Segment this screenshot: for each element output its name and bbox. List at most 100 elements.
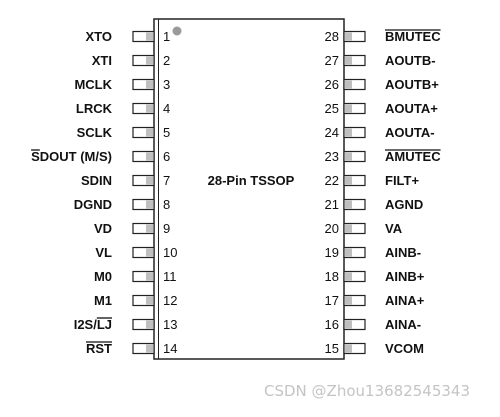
pin-name: VD: [94, 221, 112, 236]
pin1-dot-icon: [172, 26, 182, 36]
pin-name: VA: [385, 221, 403, 236]
pin-number: 2: [163, 53, 170, 68]
pin-number: 22: [325, 173, 339, 188]
pin-lead-fill: [146, 200, 153, 209]
pin-lead: [343, 102, 366, 115]
pin-lead: [132, 54, 155, 67]
pin-lead: [343, 78, 366, 91]
pin-lead-fill: [345, 224, 352, 233]
pin-16: 16 AINA-: [325, 317, 422, 332]
pin-lead-fill: [345, 344, 352, 353]
pin-number: 26: [325, 77, 339, 92]
pin-lead-fill: [345, 56, 352, 65]
pin-name: AMUTEC: [385, 149, 441, 164]
pin-name: FILT+: [385, 173, 419, 188]
pin-number: 6: [163, 149, 170, 164]
pin-number: 8: [163, 197, 170, 212]
pin-lead: [343, 246, 366, 259]
pin-lead-fill: [146, 344, 153, 353]
pin-lead: [132, 174, 155, 187]
pin-number: 23: [325, 149, 339, 164]
pin-19: 19 AINB-: [325, 245, 422, 260]
pin-number: 10: [163, 245, 177, 260]
pin-number: 21: [325, 197, 339, 212]
pin-lead: [343, 198, 366, 211]
pin-lead-fill: [345, 104, 352, 113]
pin-lead-fill: [146, 152, 153, 161]
pin-lead-fill: [345, 176, 352, 185]
chip-body: 28-Pin TSSOP: [153, 18, 345, 360]
pin-name: SCLK: [77, 125, 113, 140]
pin-lead: [343, 150, 366, 163]
pin-lead: [343, 222, 366, 235]
pin-name: LRCK: [76, 101, 113, 116]
pin-lead-fill: [345, 248, 352, 257]
pin-lead-fill: [146, 320, 153, 329]
pin-lead: [132, 318, 155, 331]
pin-name: VCOM: [385, 341, 424, 356]
pin-27: 27 AOUTB-: [325, 53, 436, 68]
pin-number: 24: [325, 125, 339, 140]
pin-lead-fill: [345, 320, 352, 329]
pin-name: AOUTB-: [385, 53, 436, 68]
pin-lead-fill: [146, 128, 153, 137]
pin-lead: [343, 318, 366, 331]
pin-name: AINA-: [385, 317, 421, 332]
pin-name: AINA+: [385, 293, 425, 308]
pin-lead: [132, 222, 155, 235]
pin-number: 11: [163, 269, 177, 284]
pin-lead: [343, 54, 366, 67]
chip-outline: [153, 18, 345, 360]
watermark-text: CSDN @Zhou13682545343: [264, 382, 470, 400]
pin-9: VD 9: [94, 221, 170, 236]
pin-22: 22 FILT+: [325, 173, 420, 188]
pin-lead-fill: [146, 296, 153, 305]
pin-20: 20 VA: [325, 221, 403, 236]
pin-lead-fill: [146, 104, 153, 113]
pin-number: 16: [325, 317, 339, 332]
pin-lead: [132, 102, 155, 115]
pin-lead-fill: [345, 152, 352, 161]
pin-lead: [343, 174, 366, 187]
pin-number: 20: [325, 221, 339, 236]
pin-lead-fill: [345, 296, 352, 305]
pin-lead: [343, 270, 366, 283]
pin-lead: [343, 126, 366, 139]
pin-number: 19: [325, 245, 339, 260]
pin-7: SDIN 7: [81, 173, 170, 188]
pin-name: M1: [94, 293, 112, 308]
pin-name: AINB-: [385, 245, 421, 260]
pin-lead: [132, 270, 155, 283]
pin-name: SDOUT (M/S): [31, 149, 112, 164]
pin-number: 12: [163, 293, 177, 308]
pin-lead-fill: [345, 272, 352, 281]
pin-name: SDIN: [81, 173, 112, 188]
pin-number: 7: [163, 173, 170, 188]
pin-lead-fill: [345, 200, 352, 209]
pin-name: MCLK: [74, 77, 112, 92]
pin-lead-fill: [146, 248, 153, 257]
pin-lead: [132, 342, 155, 355]
pin-lead-fill: [146, 272, 153, 281]
pin-number: 9: [163, 221, 170, 236]
pin-name: RST: [86, 341, 112, 356]
pin-name: AOUTB+: [385, 77, 439, 92]
pin-number: 27: [325, 53, 339, 68]
pin-name: AOUTA+: [385, 101, 438, 116]
pin-number: 13: [163, 317, 177, 332]
pin-lead: [132, 126, 155, 139]
